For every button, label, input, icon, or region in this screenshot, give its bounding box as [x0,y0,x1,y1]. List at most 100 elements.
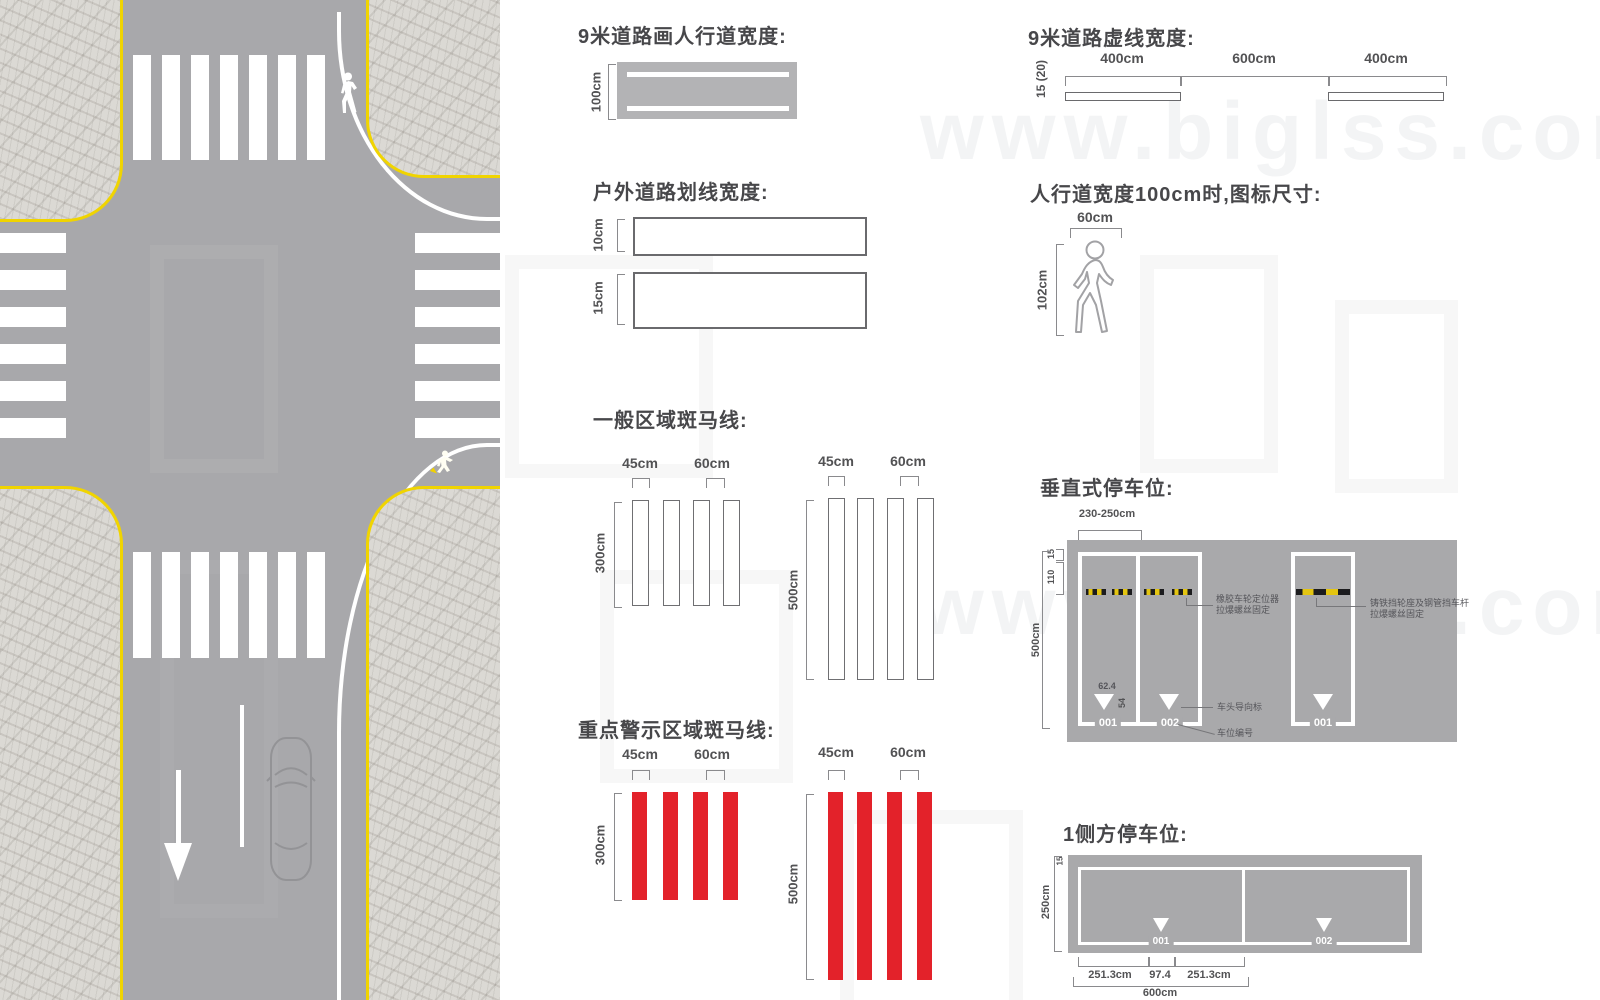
zebra-stripe [632,500,649,606]
dim-label-600cm: 600cm [1142,987,1178,999]
zebra-stripe [828,498,845,680]
direction-triangle [1316,918,1332,932]
crosswalk-stripe [415,344,500,364]
zebra-stripe [857,498,874,680]
dim-bracket [614,502,622,608]
annotation-iron-stop: 铸铁挡轮座及钢管挡车杆 拉爆螺丝固定 [1370,598,1469,620]
dim-bracket [614,793,622,901]
leader-line [1316,606,1366,607]
dim-label-54: 54 [1117,697,1127,709]
sidewalk-corner-nw [0,0,123,222]
dim-bracket [1078,530,1142,540]
lane-arrow-head [164,843,192,881]
crosswalk-stripe [415,307,500,327]
dim-bracket [706,770,725,780]
zebra-stripe [723,500,740,606]
dim-bracket [1056,549,1064,561]
sidewalk-corner-sw [0,486,123,1000]
dim-label-230-250cm: 230-250cm [1078,508,1136,520]
direction-triangle [1153,918,1169,932]
dim-label-10cm: 10cm [590,218,606,252]
dim-bracket [1056,244,1064,336]
dim-label-15-20: 15 (20) [1034,59,1048,99]
crosswalk-band-line [627,106,789,111]
intersection-plan [0,0,500,1000]
crosswalk-stripe [0,270,66,290]
parking-divider [1136,552,1140,726]
section-title-vertical-parking: 垂直式停车位: [1040,478,1174,500]
dim-label-45cm: 45cm [818,453,854,469]
dim-label-60cm: 60cm [890,453,926,469]
dim-bracket [828,476,845,486]
dim-bracket [617,274,625,325]
crosswalk-stripe [0,344,66,364]
crosswalk-stripe [415,381,500,401]
dim-bracket [632,478,650,488]
pedestrian-outline-icon [1073,240,1114,333]
line-sample-15cm [633,272,867,329]
dim-label-400cm: 400cm [1100,50,1144,66]
dim-bracket [806,500,814,680]
parking-box-double [1078,552,1202,726]
dim-label-500cm: 500cm [785,863,801,905]
space-number: 001 [1309,717,1337,729]
section-title-dashed-line: 9米道路虚线宽度: [1028,28,1195,50]
wheel-stop [1144,589,1164,595]
dim-bracket [617,219,625,252]
dim-label-97-4: 97.4 [1149,969,1171,981]
dim-bracket [1180,76,1330,86]
dim-bracket [1065,76,1182,86]
zebra-stripe-red [663,792,678,900]
sidewalk-corner-se [366,486,500,1000]
crosswalk-band-line [627,72,789,77]
dim-label-300cm: 300cm [592,824,608,866]
leader-line [1186,605,1213,606]
crosswalk-band [617,62,797,119]
section-title-ped-icon: 人行道宽度100cm时,图标尺寸: [1030,184,1322,206]
crosswalk-stripe [278,552,296,658]
dim-bracket [1174,957,1245,967]
dim-label-60cm: 60cm [694,455,730,471]
annotation-space-number: 车位编号 [1217,728,1254,738]
dim-label-15cm: 15cm [590,281,606,315]
sidewalk-corner-ne [366,0,500,178]
dim-label-100cm: 100cm [588,71,604,113]
pedestrian-icon-small [430,450,453,474]
dim-label-300cm: 300cm [592,532,608,574]
dim-label-102cm: 102cm [1034,269,1050,311]
dim-bracket [806,794,814,980]
dim-bracket [1073,977,1249,987]
section-title-zebra-warning: 重点警示区域斑马线: [578,720,775,742]
zebra-stripe-red [693,792,708,900]
crosswalk-stripe [191,552,209,658]
leader-line [1316,598,1317,607]
leader-line [1186,598,1187,606]
watermark-ghost [150,245,278,473]
space-number: 001 [1148,936,1174,948]
dim-bracket [1070,228,1122,238]
crosswalk-stripe [191,55,209,160]
section-title-crosswalk-width: 9米道路画人行道宽度: [578,26,787,48]
crosswalk-stripe [249,55,267,160]
wheel-stop [1112,589,1132,595]
space-number: 002 [1311,936,1337,948]
section-title-zebra-general: 一般区域斑马线: [593,410,748,432]
crosswalk-stripe [162,55,180,160]
zebra-stripe-red [857,792,872,980]
crosswalk-stripe [162,552,180,658]
dash-segment [1065,92,1181,101]
dim-label-500cm: 500cm [785,569,801,611]
zebra-stripe-red [632,792,647,900]
parking-divider [1242,867,1245,945]
zebra-stripe [693,500,710,606]
dim-bracket [900,770,919,780]
line-sample-10cm [633,217,867,256]
leader-line [1181,707,1213,708]
dim-label-251-3cm: 251.3cm [1187,969,1231,981]
annotation-direction-marker: 车头导向标 [1217,702,1263,712]
section-title-line-width: 户外道路划线宽度: [593,182,769,204]
crosswalk-stripe [133,55,151,160]
dim-bracket [1054,856,1062,952]
dim-label-250cm: 250cm [1040,884,1052,920]
dim-label-251-3cm: 251.3cm [1088,969,1132,981]
